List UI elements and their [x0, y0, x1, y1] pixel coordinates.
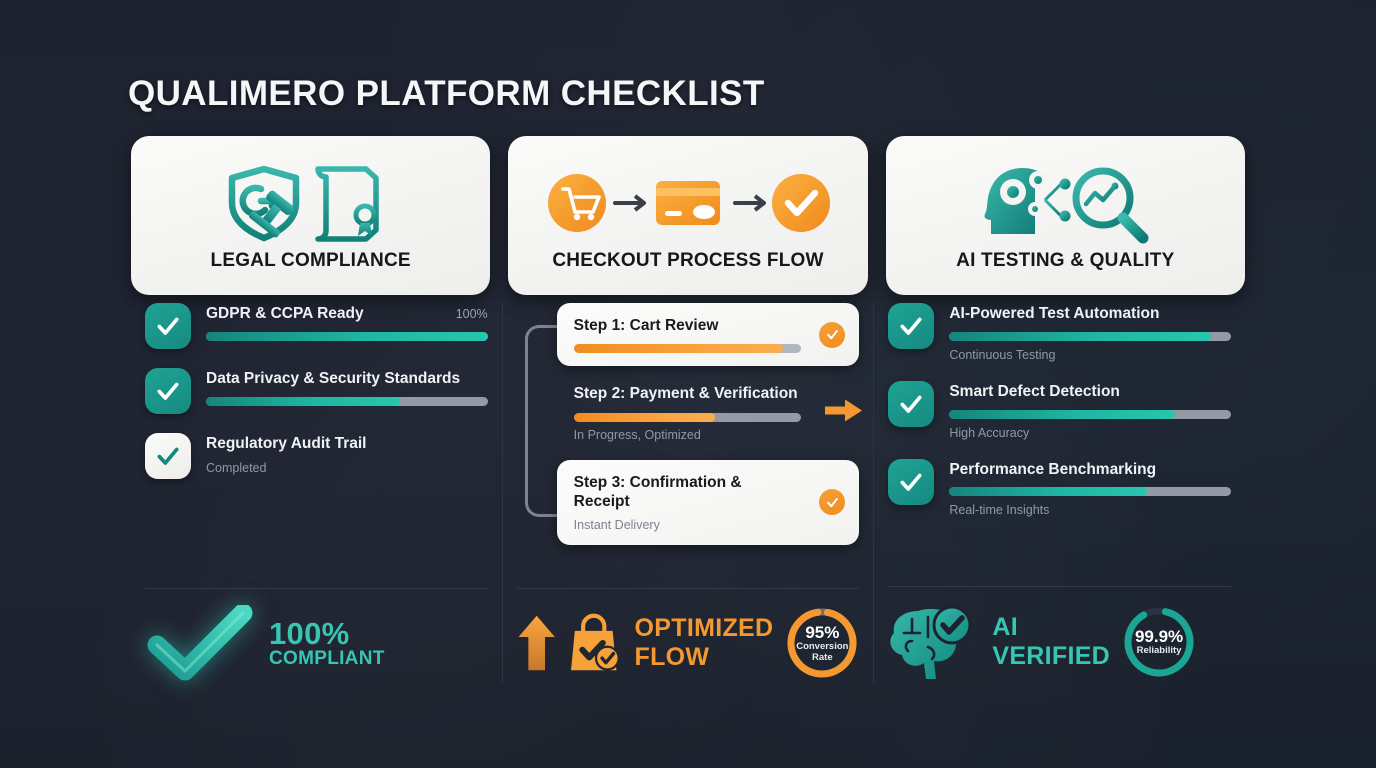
legal-summary-text: 100% COMPLIANT	[269, 618, 385, 668]
conversion-ring-label-1: Conversion	[796, 640, 849, 652]
checkout-summary-value: OPTIMIZED	[634, 614, 774, 642]
checklist-item-head: GDPR & CCPA Ready 100%	[206, 304, 488, 324]
progress-bar	[949, 487, 1232, 497]
checklist-item-body: Data Privacy & Security Standards	[206, 368, 488, 414]
checkout-summary-footer: OPTIMIZED FLOW 95% Conversion Rate	[516, 588, 860, 681]
checklist-item[interactable]: AI-Powered Test Automation Continuous Te…	[888, 303, 1232, 362]
checkout-flow-icon-group	[543, 160, 833, 246]
conversion-rate-ring: 95% Conversion Rate	[785, 606, 859, 680]
checklist-item-body: Smart Defect Detection High Accuracy	[949, 381, 1232, 440]
checklist-item-title: Data Privacy & Security Standards	[206, 370, 461, 387]
step-subtitle: In Progress, Optimized	[573, 427, 701, 442]
ai-summary-value: AI	[992, 613, 1018, 641]
checkbox-checked-icon[interactable]	[888, 458, 935, 505]
step-item[interactable]: Step 2: Payment & Verification In Progre…	[557, 380, 863, 445]
checklist-item[interactable]: Smart Defect Detection High Accuracy	[888, 380, 1232, 440]
checkbox-completed-icon[interactable]	[145, 433, 191, 479]
checklist-item-subtitle: Completed	[206, 460, 267, 475]
progress-bar	[949, 331, 1232, 341]
checklist-item-title: Regulatory Audit Trail	[206, 435, 367, 452]
checkbox-checked-icon[interactable]	[145, 303, 191, 349]
progress-bar	[206, 396, 488, 406]
progress-bar	[949, 409, 1232, 419]
checklist-item-title: Smart Defect Detection	[949, 382, 1120, 400]
checklist-item-title: AI-Powered Test Automation	[949, 305, 1160, 322]
checklist-item-body: Performance Benchmarking Real-time Insig…	[949, 459, 1232, 518]
step-progress-bar	[573, 412, 802, 422]
conversion-ring-label-2: Rate	[812, 651, 833, 663]
legal-summary-value: 100%	[269, 616, 350, 651]
step-title: Step 1: Cart Review	[573, 317, 719, 334]
checklist-item-body: AI-Powered Test Automation Continuous Te…	[949, 303, 1232, 362]
cart-card-check-flow-icon	[547, 173, 830, 232]
checklist-item-head: Regulatory Audit Trail	[206, 434, 488, 454]
conversion-ring-percent: 95%	[805, 622, 840, 642]
brain-check-icon	[890, 605, 972, 679]
checkout-summary-label: FLOW	[634, 643, 710, 671]
ai-testing-icon-group	[973, 160, 1158, 246]
checklist-item-subtitle: Continuous Testing	[949, 347, 1056, 362]
header-cards: LEGAL COMPLIANCE	[131, 136, 1245, 295]
checklist-item[interactable]: Performance Benchmarking Real-time Insig…	[888, 458, 1232, 518]
card-legal-compliance-label: LEGAL COMPLIANCE	[210, 249, 411, 271]
step-title: Step 3: Confirmation & Receipt	[573, 473, 742, 511]
reliability-ring-text: 99.9% Reliability	[1135, 627, 1183, 657]
checklist-item[interactable]: Data Privacy & Security Standards	[145, 368, 488, 414]
content-columns: GDPR & CCPA Ready 100% Data Privacy & Se…	[131, 303, 1245, 683]
step-title: Step 2: Payment & Verification	[573, 385, 798, 403]
step-connector-bracket	[524, 325, 561, 517]
card-ai-label: AI TESTING & QUALITY	[956, 249, 1175, 271]
ai-summary-label: VERIFIED	[992, 642, 1111, 670]
checklist-item-subtitle: Real-time Insights	[949, 503, 1050, 518]
shield-gavel-certificate-icon	[228, 165, 379, 242]
arrow-right-icon	[825, 397, 863, 430]
checkbox-checked-icon[interactable]	[145, 368, 191, 414]
checklist-item-head: Data Privacy & Security Standards	[206, 369, 488, 389]
card-legal-compliance[interactable]: LEGAL COMPLIANCE	[131, 136, 491, 295]
checklist-item-title: GDPR & CCPA Ready	[206, 305, 364, 322]
column-legal-compliance: GDPR & CCPA Ready 100% Data Privacy & Se…	[131, 303, 502, 683]
checklist-item[interactable]: GDPR & CCPA Ready 100%	[145, 303, 488, 349]
step-check-circle-icon	[819, 489, 846, 516]
ai-summary-text: AI VERIFIED	[992, 615, 1110, 669]
checklist-item-body: GDPR & CCPA Ready 100%	[206, 303, 488, 349]
checklist-item-percent: 100%	[455, 307, 488, 321]
checklist-item[interactable]: Regulatory Audit Trail Completed	[145, 433, 488, 479]
up-arrow-icon	[518, 615, 555, 671]
conversion-ring-text: 95% Conversion Rate	[796, 623, 848, 663]
steps-list: Step 1: Cart Review Step 2: Payment & Ve…	[517, 303, 863, 545]
checkbox-checked-icon[interactable]	[888, 303, 935, 349]
legal-summary-label: COMPLIANT	[269, 648, 385, 669]
shopping-bag-check-icon	[571, 613, 620, 671]
card-ai-testing-quality[interactable]: AI TESTING & QUALITY	[885, 136, 1245, 295]
card-checkout-label: CHECKOUT PROCESS FLOW	[552, 249, 824, 271]
column-checkout-process: Step 1: Cart Review Step 2: Payment & Ve…	[501, 303, 874, 683]
ai-summary-footer: AI VERIFIED 99.9% Reliability	[888, 586, 1232, 681]
page-title: QUALIMERO PLATFORM CHECKLIST	[128, 74, 765, 113]
checkout-summary-text: OPTIMIZED FLOW	[635, 616, 774, 670]
step-item[interactable]: Step 3: Confirmation & Receipt Instant D…	[556, 459, 860, 545]
checklist-item-title: Performance Benchmarking	[949, 460, 1157, 478]
checklist-item-body: Regulatory Audit Trail Completed	[206, 433, 488, 479]
legal-summary-footer: 100% COMPLIANT	[145, 588, 488, 681]
reliability-ring-label: Reliability	[1136, 645, 1182, 657]
step-check-circle-icon	[819, 321, 846, 348]
reliability-ring: 99.9% Reliability	[1122, 605, 1196, 679]
step-progress-bar	[573, 344, 802, 354]
ai-head-magnifier-icon	[984, 167, 1149, 243]
column-ai-testing: AI-Powered Test Automation Continuous Te…	[873, 303, 1245, 683]
checklist-item-subtitle: High Accuracy	[949, 425, 1030, 440]
checkbox-checked-icon[interactable]	[888, 380, 935, 427]
glowing-check-icon	[147, 605, 253, 681]
card-checkout-process-flow[interactable]: CHECKOUT PROCESS FLOW	[508, 136, 868, 295]
progress-bar	[206, 331, 488, 341]
step-subtitle: Instant Delivery	[573, 517, 660, 532]
step-item[interactable]: Step 1: Cart Review	[556, 303, 860, 367]
legal-compliance-icon-group	[216, 160, 406, 246]
reliability-ring-percent: 99.9%	[1134, 627, 1184, 647]
